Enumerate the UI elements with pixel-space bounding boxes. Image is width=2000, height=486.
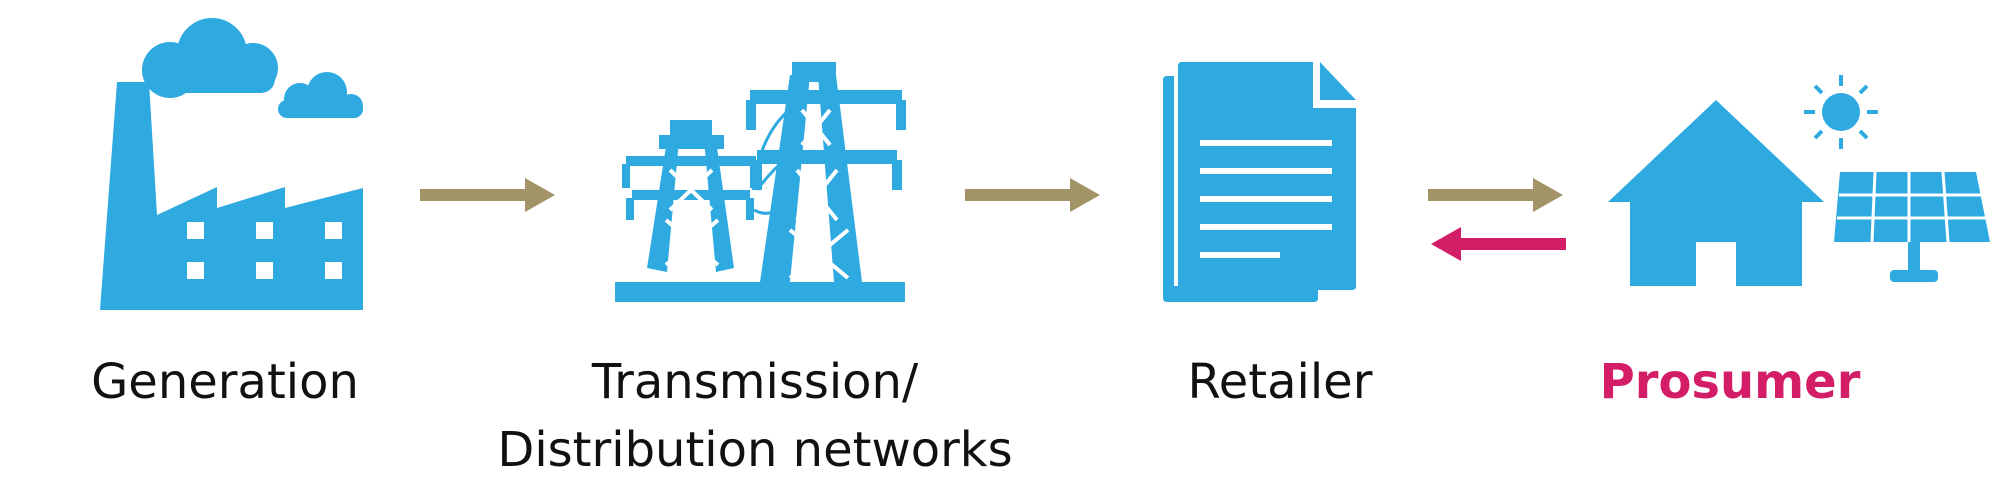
flow-arrow-right — [1428, 178, 1563, 212]
document-icon — [1163, 62, 1356, 302]
stage-label-transmission: Transmission/ Distribution networks — [470, 348, 1040, 484]
flow-arrow-right — [965, 178, 1100, 212]
stage-label-transmission-line1: Transmission/ — [591, 354, 919, 410]
transmission-tower-icon — [615, 62, 906, 302]
house-solar-icon — [1608, 75, 1990, 286]
flow-arrow-left — [1431, 227, 1566, 261]
stage-label-generation: Generation — [91, 354, 359, 410]
stage-label-transmission-line2: Distribution networks — [497, 422, 1013, 478]
factory-icon — [100, 18, 363, 310]
stage-label-prosumer: Prosumer — [1599, 354, 1861, 410]
flow-arrow-right — [420, 178, 555, 212]
stage-label-retailer: Retailer — [1187, 354, 1373, 410]
